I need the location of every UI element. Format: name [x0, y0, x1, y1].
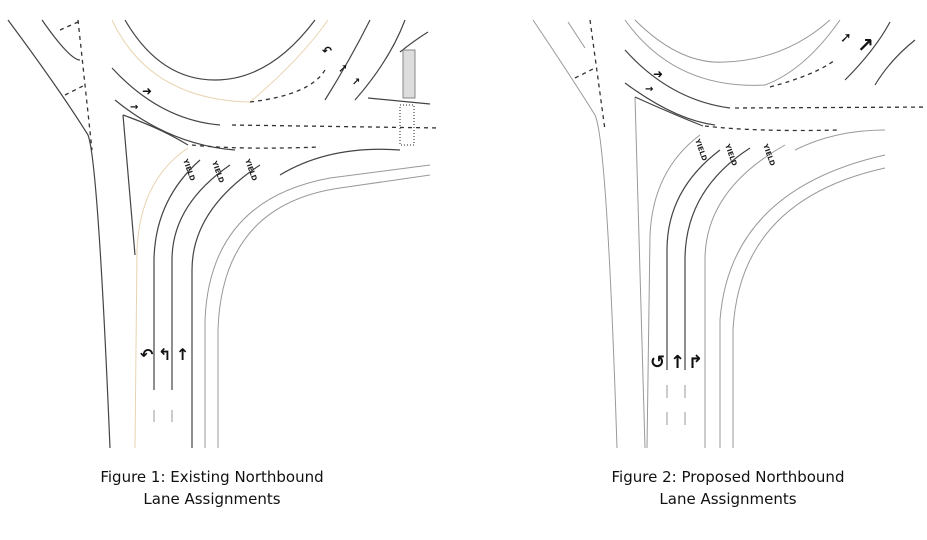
- caption-line-2: Lane Assignments: [659, 490, 797, 508]
- right-sidewalk-outer: [217, 174, 431, 448]
- circulating-arrow-icon: →: [130, 102, 138, 113]
- caption-line-2: Lane Assignments: [143, 490, 281, 508]
- splitter-island-left: [122, 114, 136, 256]
- lane-line-1: [153, 159, 201, 390]
- exit-arrow-icon: ➚: [338, 61, 348, 75]
- circulatory-outer-edge: [114, 99, 236, 151]
- exit-lane-line: [874, 39, 916, 86]
- left-u-turn-arrow-icon: ↶: [140, 345, 154, 364]
- roundabout-plan-proposed: YIELD YIELD YIELD ↺ ↑ ↱ ➜ → ➚ ↗: [532, 19, 927, 449]
- hatched-island: [402, 49, 416, 99]
- circulatory-dash: [769, 59, 836, 88]
- circulatory-dash: [249, 69, 326, 103]
- yield-line-dash: [704, 125, 841, 132]
- central-island-outer: [624, 19, 841, 86]
- left-through-arrow-icon: ↰: [158, 345, 171, 364]
- lane-line-3: [191, 164, 261, 448]
- circulatory-lane-dash: [734, 106, 927, 109]
- right-turn-arrow-icon: ↱: [688, 352, 703, 373]
- lane-line-3: [704, 144, 786, 448]
- left-lane-dash: [589, 19, 606, 131]
- splitter-island-top: [122, 114, 189, 146]
- yield-marking: YIELD: [761, 142, 777, 167]
- left-lane-dash: [77, 19, 93, 151]
- circulating-arrow-icon: ➜: [653, 67, 663, 81]
- right-sidewalk-outer: [732, 167, 886, 448]
- exit-arrow-icon: ➚: [840, 30, 852, 46]
- exit-through-arrow-icon: ↗: [857, 33, 874, 57]
- caption-line-1: Figure 2: Proposed Northbound: [611, 468, 845, 486]
- circulatory-lane-line: [111, 67, 221, 126]
- east-island: [399, 31, 429, 53]
- figure-2-caption: Figure 2: Proposed Northbound Lane Assig…: [508, 466, 927, 510]
- crosswalk-mark: [59, 21, 79, 31]
- caption-line-1: Figure 1: Existing Northbound: [100, 468, 324, 486]
- yield-marking: YIELD: [243, 157, 259, 182]
- splitter-island-left: [634, 96, 646, 449]
- u-turn-left-through-arrow-icon: ↺: [650, 352, 665, 373]
- circulating-arrow-icon: →: [645, 84, 653, 95]
- left-median-island: [41, 19, 81, 61]
- figure-1-existing-lanes-diagram: YIELD YIELD YIELD ↶ ↰ ↑ ➜ → ↶ ➚ ↗: [0, 0, 440, 455]
- lane-line-2: [171, 164, 231, 390]
- circulating-arrow-icon: ➜: [142, 84, 152, 98]
- central-island-inner: [124, 19, 316, 81]
- right-sidewalk-inner: [204, 164, 431, 448]
- lane-edge: [134, 147, 189, 449]
- figure-2-proposed-lanes-diagram: YIELD YIELD YIELD ↺ ↑ ↱ ➜ → ➚ ↗: [495, 0, 927, 455]
- exit-lane-line: [354, 19, 406, 101]
- left-road-edge: [532, 19, 618, 449]
- yield-line-dash: [191, 144, 321, 149]
- lane-dash-lower: [153, 410, 173, 422]
- yield-marking: YIELD: [693, 137, 709, 162]
- lane-dash-lower: [666, 385, 686, 425]
- exit-arrow-icon: ↶: [322, 44, 332, 58]
- figure-1-caption: Figure 1: Existing Northbound Lane Assig…: [0, 466, 432, 510]
- lane-line-1: [666, 149, 721, 370]
- right-sidewalk-inner: [719, 154, 886, 448]
- crosswalk: [399, 104, 415, 146]
- splitter-island-top: [634, 96, 704, 127]
- left-median-island: [567, 21, 586, 49]
- right-curb-entry: [794, 129, 886, 151]
- crosswalk-mark: [574, 67, 596, 79]
- left-road-edge: [7, 19, 111, 449]
- yield-marking: YIELD: [210, 159, 226, 184]
- exit-lane-line: [324, 19, 371, 101]
- through-arrow-icon: ↑: [670, 352, 685, 373]
- yield-marking: YIELD: [723, 142, 739, 167]
- right-curb-entry: [279, 148, 401, 176]
- circulatory-lane-dash: [231, 124, 440, 129]
- roundabout-plan-existing: YIELD YIELD YIELD ↶ ↰ ↑ ➜ → ↶ ➚ ↗: [7, 19, 440, 449]
- through-arrow-icon: ↑: [176, 345, 189, 364]
- crosswalk-mark: [64, 84, 86, 96]
- exit-lane-line: [844, 21, 891, 81]
- central-island-inner: [634, 19, 831, 63]
- exit-arrow-icon: ↗: [352, 77, 360, 88]
- lane-edge: [646, 134, 701, 449]
- lane-line-2: [684, 147, 751, 370]
- circulatory-lane-line: [624, 49, 731, 109]
- east-curb: [367, 97, 431, 105]
- central-island-apron: [111, 19, 329, 103]
- circulatory-outer-edge: [624, 82, 716, 126]
